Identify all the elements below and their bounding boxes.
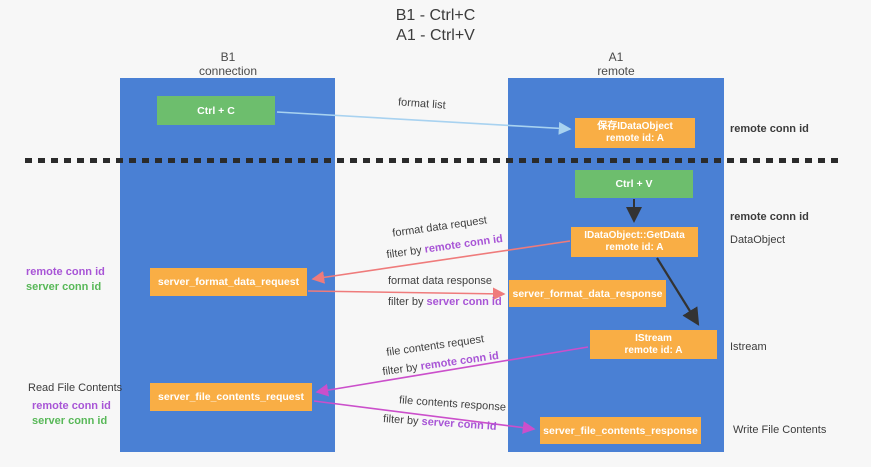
ctrl-c-box: Ctrl + C bbox=[157, 96, 275, 125]
filter-by-text: filter by bbox=[388, 296, 427, 308]
server-format-data-response-label: server_format_data_response bbox=[512, 287, 663, 300]
remote-conn-id-left-1: remote conn id bbox=[26, 266, 105, 278]
filter-server-conn-id-label-2: filter by server conn id bbox=[383, 413, 497, 433]
server-file-contents-response-box: server_file_contents_response bbox=[540, 417, 701, 444]
diagram-title: B1 - Ctrl+C A1 - Ctrl+V bbox=[0, 6, 871, 46]
clipboard-dataobject-line2: remote id: A bbox=[606, 133, 664, 144]
left-header-line1: B1 bbox=[220, 50, 236, 64]
file-contents-response-label: file contents response bbox=[398, 394, 507, 414]
filter-by-text: filter by bbox=[385, 243, 426, 262]
write-file-contents-label: Write File Contents bbox=[733, 424, 827, 436]
server-file-contents-request-box: server_file_contents_request bbox=[150, 383, 312, 411]
remote-conn-id-right-1: remote conn id bbox=[730, 123, 809, 135]
filter-by-text: filter by bbox=[382, 413, 422, 428]
istream-line2: remote id: A bbox=[624, 344, 683, 356]
server-conn-id-left-1: server conn id bbox=[26, 281, 102, 293]
getdata-line1: IDataObject::GetData bbox=[584, 230, 685, 241]
right-header-line2: remote bbox=[597, 64, 635, 78]
right-header-line1: A1 bbox=[608, 50, 624, 64]
left-column-header: B1 connection bbox=[158, 50, 298, 78]
filter-server-conn-id-label-1: filter by server conn id bbox=[388, 296, 502, 308]
right-column-header: A1 remote bbox=[546, 50, 686, 78]
server-file-contents-request-label: server_file_contents_request bbox=[158, 391, 304, 403]
ctrl-c-label: Ctrl + C bbox=[197, 104, 235, 117]
server-file-contents-response-label: server_file_contents_response bbox=[543, 424, 698, 437]
ctrl-v-box: Ctrl + V bbox=[575, 170, 693, 198]
clipboard-dataobject-line1: 保存IDataObject bbox=[597, 121, 673, 132]
server-conn-id-text: server conn id bbox=[421, 415, 497, 433]
format-data-response-label: format data response bbox=[388, 275, 492, 287]
remote-conn-id-right-2: remote conn id bbox=[730, 211, 809, 223]
dataobject-label: DataObject bbox=[730, 234, 786, 246]
clipboard-dataobject-box: 保存IDataObject remote id: A bbox=[575, 118, 695, 148]
format-data-response-arrow bbox=[307, 287, 506, 301]
conn-id-left-group-1: remote conn id server conn id bbox=[26, 265, 105, 295]
dashed-separator bbox=[25, 158, 838, 163]
istream-side-label: Istream bbox=[730, 341, 767, 353]
server-format-data-response-box: server_format_data_response bbox=[509, 280, 666, 307]
left-header-line2: connection bbox=[198, 64, 258, 78]
idataobject-getdata-box: IDataObject::GetData remote id: A bbox=[571, 227, 698, 257]
read-file-contents-label: Read File Contents bbox=[28, 382, 123, 394]
server-conn-id-text: server conn id bbox=[426, 296, 502, 308]
remote-conn-id-text: remote conn id bbox=[423, 232, 504, 256]
server-format-data-request-label: server_format_data_request bbox=[157, 276, 300, 288]
remote-conn-id-left-2: remote conn id bbox=[32, 400, 111, 412]
istream-line1: IStream bbox=[635, 332, 672, 344]
remote-conn-id-text: remote conn id bbox=[419, 349, 500, 373]
title-line-1: B1 - Ctrl+C bbox=[395, 7, 476, 24]
filter-by-text: filter by bbox=[381, 360, 422, 379]
conn-id-left-group-2: remote conn id server conn id bbox=[32, 399, 111, 429]
ctrl-v-label: Ctrl + V bbox=[615, 178, 653, 190]
title-line-2: A1 - Ctrl+V bbox=[396, 27, 475, 44]
getdata-line2: remote id: A bbox=[605, 242, 664, 253]
format-list-label: format list bbox=[397, 96, 447, 112]
istream-box: IStream remote id: A bbox=[590, 330, 717, 359]
server-conn-id-left-2: server conn id bbox=[32, 415, 108, 427]
server-format-data-request-box: server_format_data_request bbox=[150, 268, 307, 296]
